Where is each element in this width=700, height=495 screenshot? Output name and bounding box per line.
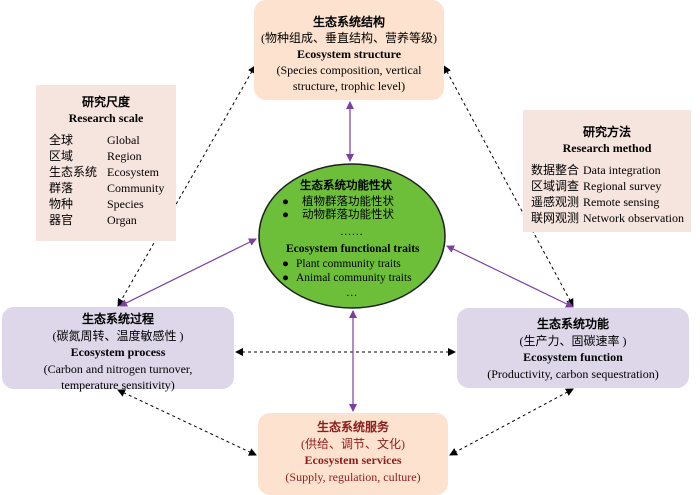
- process-subtitle-en-1: (Carbon and nitrogen turnover,: [43, 361, 193, 376]
- method-item-en: Data integration: [583, 163, 661, 177]
- structure-title-cn: 生态系统结构: [312, 15, 385, 29]
- list-item: 全球 Global: [36, 132, 176, 148]
- method-item-cn: 数据整合: [531, 163, 580, 177]
- method-item-en: Regional survey: [583, 179, 662, 193]
- traits-bullet-4: ●: [282, 272, 289, 284]
- function-subtitle-cn: (生产力、固碳速率 ): [519, 333, 627, 348]
- method-item-en: Network observation: [583, 211, 684, 225]
- scale-item-cn: 生态系统: [49, 165, 98, 179]
- function-title-cn: 生态系统功能: [536, 317, 609, 331]
- list-item: 群落 Community: [36, 180, 176, 196]
- services-title-cn: 生态系统服务: [316, 420, 389, 434]
- arrow-traits-function: [446, 245, 574, 308]
- traits-item2-en: Animal community traits: [296, 272, 412, 284]
- function-subtitle-en: (Productivity, carbon sequestration): [487, 366, 659, 381]
- traits-bullet-3: ●: [282, 258, 289, 270]
- arrow-traits-process: [119, 238, 257, 307]
- traits-item2-cn: 动物群落功能性状: [302, 209, 394, 221]
- process-subtitle-cn: (碳氮周转、温度敏感性 ): [52, 328, 184, 343]
- traits-bullet-1: ●: [282, 196, 289, 208]
- ecosystem-function-box: 生态系统功能 (生产力、固碳速率 ) Ecosystem function (P…: [457, 308, 689, 388]
- scale-title-cn: 研究尺度: [81, 95, 130, 109]
- scale-item-cn: 器官: [49, 213, 74, 227]
- functional-traits-ellipse: [258, 163, 446, 309]
- traits-item1-cn: 植物群落功能性状: [302, 196, 394, 208]
- method-item-cn: 遥感观测: [531, 195, 580, 209]
- structure-title-en: Ecosystem structure: [296, 47, 402, 61]
- traits-bullet-2: ●: [282, 209, 289, 221]
- structure-subtitle-cn: (物种组成、垂直结构、营养等级): [261, 31, 437, 45]
- traits-ellipsis-en: …: [346, 287, 358, 299]
- scale-list: 全球 Global 区域 Region 生态系统 Ecosystem 群落 Commun…: [36, 132, 176, 228]
- method-title-en: Research method: [562, 141, 652, 155]
- traits-item1-en: Plant community traits: [296, 258, 401, 270]
- traits-title-en: Ecosystem functional traits: [286, 243, 420, 255]
- method-title-cn: 研究方法: [582, 125, 631, 139]
- process-subtitle-en-2: temperature sensitivity): [61, 378, 175, 392]
- services-subtitle-cn: (供给、调节、文化): [301, 436, 405, 451]
- scale-item-cn: 区域: [49, 149, 74, 163]
- traits-title-cn: 生态系统功能性状: [300, 180, 392, 192]
- scale-item-en: Community: [107, 181, 165, 195]
- research-scale-panel: 研究尺度 Research scale 全球 Global 区域 Region 生态…: [36, 85, 176, 241]
- structure-subtitle-en-2: structure, trophic level): [292, 79, 406, 93]
- method-item-en: Remote sensing: [583, 195, 660, 209]
- function-title-en: Ecosystem function: [523, 350, 623, 364]
- scale-item-en: Region: [107, 149, 142, 163]
- list-item: 物种 Species: [36, 196, 176, 212]
- ecosystem-services-box: 生态系统服务 (供给、调节、文化) Ecosystem services (Su…: [258, 413, 448, 495]
- scale-item-en: Organ: [107, 213, 137, 227]
- process-title-cn: 生态系统过程: [81, 312, 154, 326]
- scale-item-cn: 物种: [49, 197, 74, 211]
- process-title-en: Ecosystem process: [70, 345, 166, 359]
- functional-traits-text: 生态系统功能性状 ● 植物群落功能性状 ● 动物群落功能性状 …… Ecosys…: [258, 163, 446, 309]
- list-item: 器官 Organ: [36, 212, 176, 228]
- scale-item-en: Species: [107, 197, 144, 211]
- scale-item-en: Global: [107, 133, 140, 147]
- ecosystem-process-box: 生态系统过程 (碳氮周转、温度敏感性 ) Ecosystem process (…: [2, 307, 234, 392]
- list-item: 生态系统 Ecosystem: [36, 164, 176, 180]
- scale-title-en: Research scale: [68, 111, 144, 125]
- arrow-process-services: [117, 389, 257, 456]
- arrow-function-services: [449, 388, 574, 456]
- scale-item-en: Ecosystem: [107, 165, 159, 179]
- structure-subtitle-en-1: (Species composition, vertical: [276, 63, 422, 77]
- method-item-cn: 区域调查: [531, 179, 580, 193]
- traits-ellipsis-cn: ……: [340, 226, 363, 238]
- scale-item-cn: 全球: [49, 133, 74, 147]
- ecosystem-structure-box: 生态系统结构 (物种组成、垂直结构、营养等级) Ecosystem struct…: [254, 0, 444, 100]
- method-item-cn: 联网观测: [531, 211, 580, 225]
- list-item: 区域 Region: [36, 148, 176, 164]
- services-subtitle-en: (Supply, regulation, culture): [285, 469, 421, 484]
- services-title-en: Ecosystem services: [304, 453, 402, 467]
- scale-item-cn: 群落: [49, 181, 74, 195]
